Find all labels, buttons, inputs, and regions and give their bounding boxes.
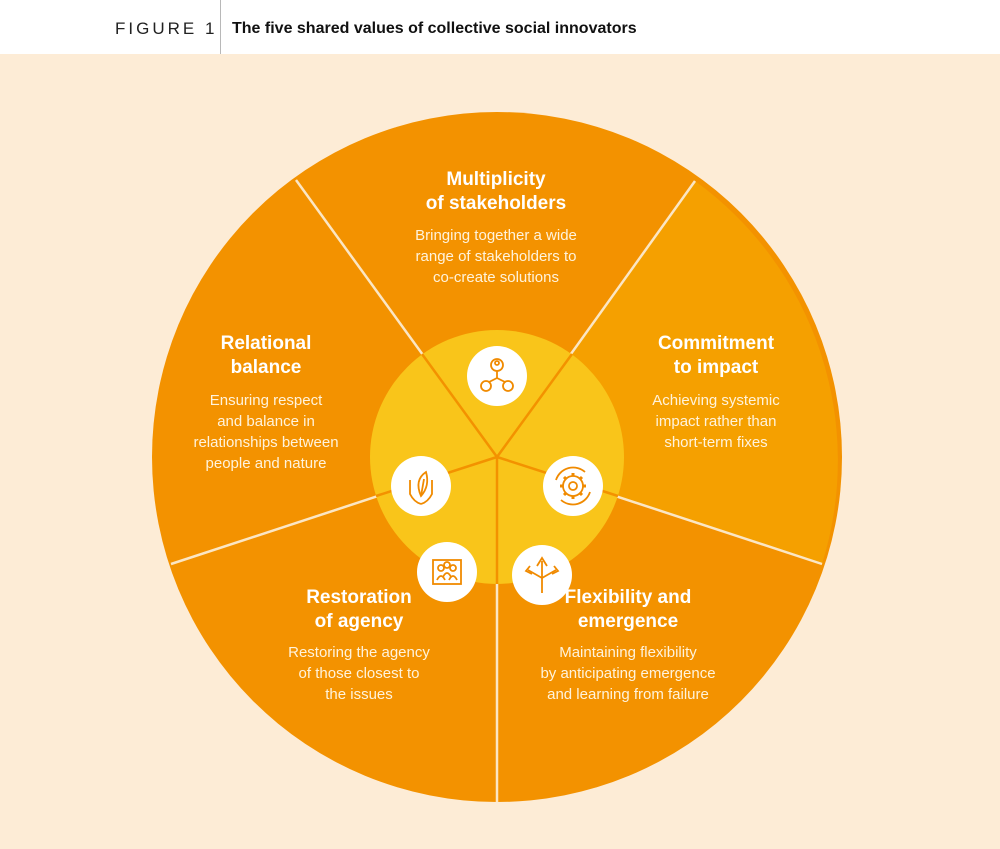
value-description: Maintaining flexibility xyxy=(559,644,697,661)
value-title: emergence xyxy=(578,611,678,632)
value-description: Restoring the agency xyxy=(288,644,430,661)
value-title: to impact xyxy=(674,357,759,378)
community-group-icon xyxy=(417,542,477,602)
value-title: Multiplicity xyxy=(446,169,546,190)
shared-values-wheel: Multiplicity of stakeholders Bringing to… xyxy=(152,112,842,802)
hands-leaf-icon xyxy=(391,456,451,516)
stakeholder-network-icon xyxy=(467,346,527,406)
figure-title: The five shared values of collective soc… xyxy=(232,20,637,37)
gear-cycle-icon xyxy=(543,456,603,516)
branching-arrows-icon xyxy=(512,545,572,605)
value-multiplicity: Multiplicity of stakeholders Bringing to… xyxy=(415,169,577,286)
value-description: impact rather than xyxy=(656,413,777,430)
value-description: range of stakeholders to xyxy=(416,248,577,265)
value-description: and balance in xyxy=(217,413,315,430)
value-description: Ensuring respect xyxy=(210,392,323,409)
value-description: and learning from failure xyxy=(547,686,709,703)
value-description: the issues xyxy=(325,686,393,703)
value-title: Relational xyxy=(221,333,312,354)
value-description: people and nature xyxy=(206,455,327,472)
value-title: balance xyxy=(231,357,302,378)
figure-header: FIGURE 1 The five shared values of colle… xyxy=(0,0,1000,54)
value-relational: Relational balance Ensuring respect and … xyxy=(193,333,338,472)
value-description: Achieving systemic xyxy=(652,392,780,409)
header-divider xyxy=(220,0,221,54)
figure-label: FIGURE 1 xyxy=(115,19,218,38)
value-description: short-term fixes xyxy=(664,434,767,451)
value-flexibility: Flexibility and emergence Maintaining fl… xyxy=(540,587,715,703)
value-title: of stakeholders xyxy=(426,193,566,214)
value-description: by anticipating emergence xyxy=(540,665,715,682)
value-description: relationships between xyxy=(193,434,338,451)
value-restoration: Restoration of agency Restoring the agen… xyxy=(288,587,430,703)
value-description: co-create solutions xyxy=(433,269,559,286)
value-title: Flexibility and xyxy=(565,587,692,608)
value-title: of agency xyxy=(315,611,404,632)
value-commitment: Commitment to impact Achieving systemic … xyxy=(652,333,780,451)
value-title: Restoration xyxy=(306,587,412,608)
value-description: of those closest to xyxy=(299,665,420,682)
value-description: Bringing together a wide xyxy=(415,227,577,244)
value-title: Commitment xyxy=(658,333,775,354)
